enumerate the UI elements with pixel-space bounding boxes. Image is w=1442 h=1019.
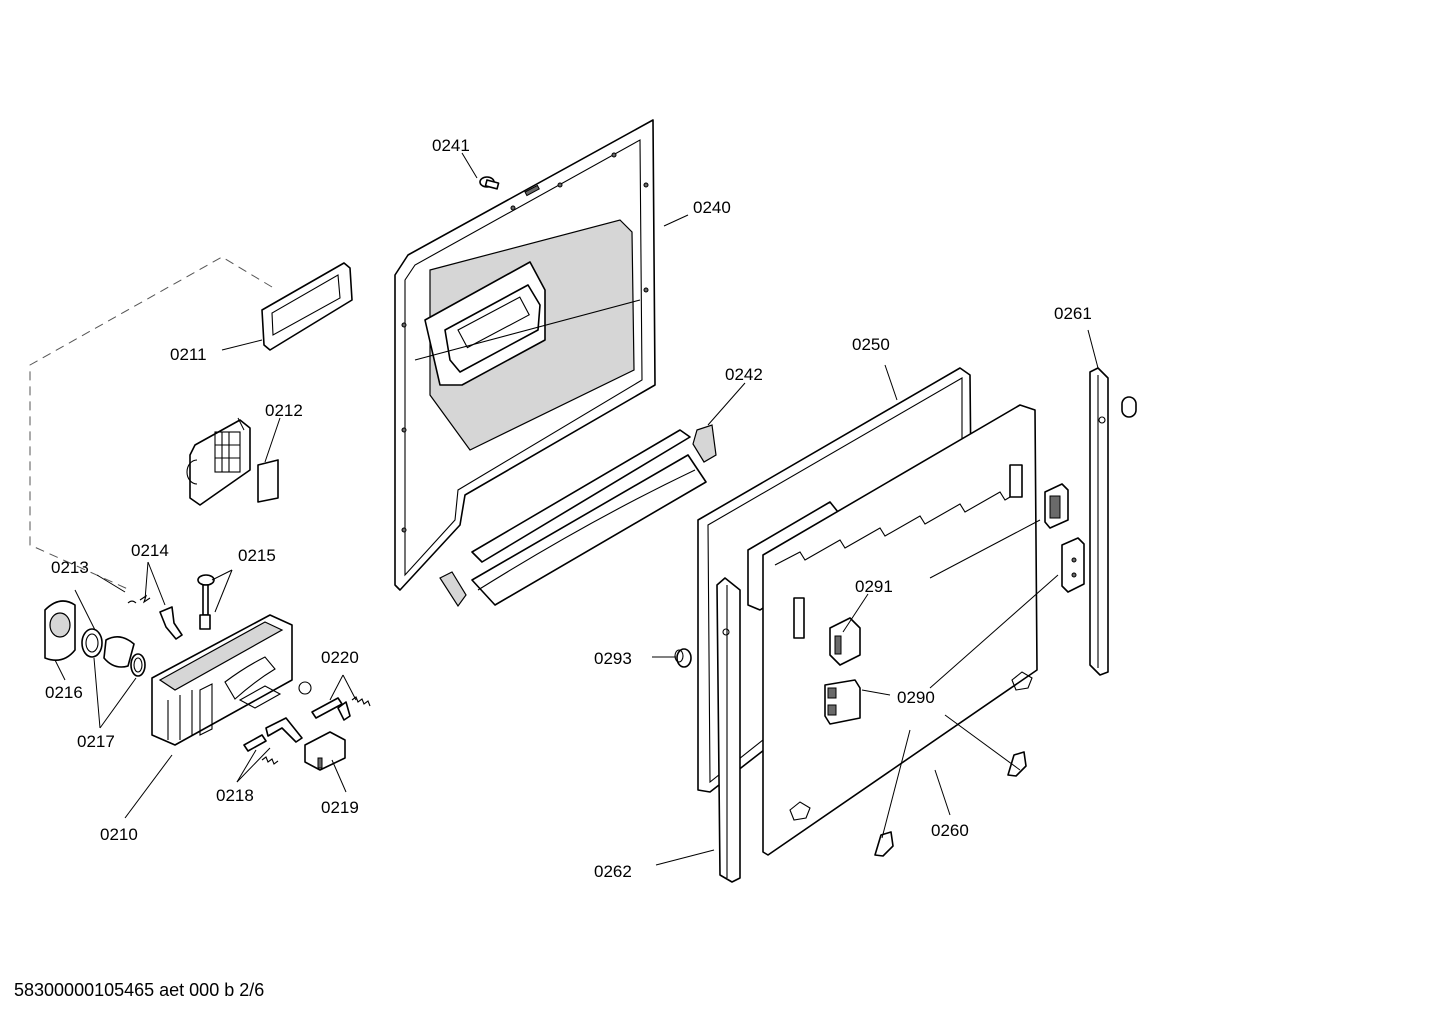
label-0210: 0210 xyxy=(100,825,138,844)
part-0291-clip xyxy=(829,617,861,666)
part-0260-front-panel xyxy=(762,404,1038,856)
label-0214: 0214 xyxy=(131,541,169,560)
part-0216-knob xyxy=(44,600,76,661)
part-0215-pin xyxy=(197,574,215,630)
part-0217-ring xyxy=(81,628,146,677)
part-0293-cap xyxy=(674,648,692,668)
label-0220: 0220 xyxy=(321,648,359,667)
label-0261: 0261 xyxy=(1054,304,1092,323)
label-0250: 0250 xyxy=(852,335,890,354)
part-0219-switch xyxy=(304,731,346,771)
label-0216: 0216 xyxy=(45,683,83,702)
label-0212: 0212 xyxy=(265,401,303,420)
part-0242-seal-strip xyxy=(439,424,717,608)
label-0217: 0217 xyxy=(77,732,115,751)
label-0260: 0260 xyxy=(931,821,969,840)
label-0240: 0240 xyxy=(693,198,731,217)
label-0242: 0242 xyxy=(725,365,763,384)
part-0210-control-housing xyxy=(151,614,312,746)
document-code: 58300000105465 aet 000 b 2/6 xyxy=(14,980,265,1000)
label-0213: 0213 xyxy=(51,558,89,577)
assembly-guide-dashed xyxy=(29,256,273,591)
part-0218-switch-levers xyxy=(243,717,303,765)
label-0241: 0241 xyxy=(432,136,470,155)
label-0290: 0290 xyxy=(897,688,935,707)
part-0262-side-strip xyxy=(716,577,741,883)
label-0211: 0211 xyxy=(170,345,207,364)
part-0290-hinges xyxy=(824,483,1085,857)
part-0214-spring-lever xyxy=(127,594,183,640)
part-0261-side-strip xyxy=(1089,367,1137,676)
part-0241-screw xyxy=(479,176,500,190)
label-0219: 0219 xyxy=(321,798,359,817)
label-0215: 0215 xyxy=(238,546,276,565)
label-0218: 0218 xyxy=(216,786,254,805)
label-0293: 0293 xyxy=(594,649,632,668)
part-0211-frame xyxy=(261,262,353,351)
label-0262: 0262 xyxy=(594,862,632,881)
part-0220-springs xyxy=(311,696,371,721)
leader-lines xyxy=(54,152,1099,866)
part-0240-inner-door xyxy=(394,119,656,591)
part-0212-cover xyxy=(186,419,279,506)
label-0291: 0291 xyxy=(855,577,893,596)
part-labels: 0241 0240 0211 0212 0242 0250 0261 0214 … xyxy=(45,136,1092,881)
